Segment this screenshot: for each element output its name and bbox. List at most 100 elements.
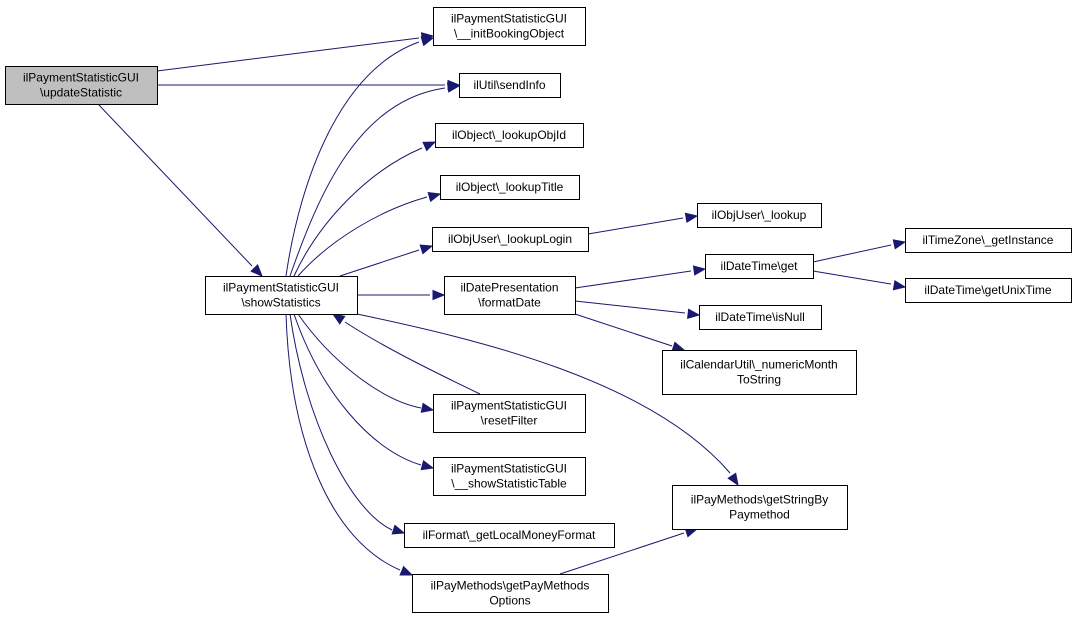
node-label-line: \__showStatisticTable: [451, 477, 567, 491]
edge-showStatistics-to-initBookingObject: [285, 36, 435, 277]
node-box: [435, 123, 584, 148]
node-sendInfo[interactable]: ilUtil\sendInfo: [459, 73, 561, 98]
node-box: [705, 254, 814, 279]
edge-line: [574, 300, 686, 314]
node-box: [205, 276, 358, 315]
edge-line: [339, 249, 420, 277]
edge-showStatistics-to-getStringByPaymethod: [356, 313, 739, 487]
node-label-line: ilTimeZone\_getInstance: [923, 233, 1054, 247]
node-label-line: ilPaymentStatisticGUI: [451, 12, 567, 26]
node-label-line: ToString: [737, 373, 781, 387]
node-dateTimeIsNull[interactable]: ilDateTime\isNull: [699, 305, 822, 330]
edge-formatDate-to-dateTimeGet: [574, 265, 707, 289]
node-label-line: ilDateTime\get: [721, 259, 799, 273]
edge-showStatistics-to-resetFilter: [297, 313, 435, 413]
edge-line: [289, 87, 446, 277]
arrowhead: [427, 192, 442, 203]
edge-showStatistics-to-getPayMethodsOptions: [285, 313, 414, 576]
edge-line: [97, 103, 253, 267]
edge-resetFilter-to-showStatistics: [331, 313, 481, 395]
node-box: [662, 350, 857, 395]
arrowhead: [331, 313, 346, 325]
node-box: [699, 305, 822, 330]
arrowhead: [687, 308, 701, 319]
arrowhead: [892, 279, 907, 291]
node-box: [459, 73, 561, 98]
edge-line: [285, 313, 401, 571]
node-box: [412, 574, 609, 613]
node-label-line: ilDateTime\getUnixTime: [924, 283, 1051, 297]
node-getLocalMoneyFormat[interactable]: ilFormat\_getLocalMoneyFormat: [404, 523, 615, 548]
edge-formatDate-to-dateTimeIsNull: [574, 300, 701, 319]
node-resetFilter[interactable]: ilPaymentStatisticGUI\resetFilter: [433, 394, 586, 433]
arrowhead: [420, 36, 435, 47]
edge-showStatistics-to-getLocalMoneyFormat: [289, 313, 406, 535]
arrowhead: [419, 244, 434, 255]
node-box: [672, 485, 848, 530]
edge-line: [156, 37, 420, 72]
node-dateTimeGet[interactable]: ilDateTime\get: [705, 254, 814, 279]
edge-line: [293, 313, 422, 466]
edge-dateTimeGet-to-getUnixTime: [812, 270, 907, 291]
node-lookupObjId[interactable]: ilObject\_lookupObjId: [435, 123, 584, 148]
arrowhead: [727, 472, 739, 487]
arrowhead: [391, 524, 406, 535]
node-label-line: Options: [489, 594, 530, 608]
node-box: [905, 228, 1072, 253]
arrowhead: [399, 565, 414, 576]
edge-showStatistics-to-lookupTitle: [297, 192, 442, 277]
node-lookupLogin[interactable]: ilObjUser\_lookupLogin: [432, 227, 589, 252]
node-box: [433, 394, 586, 433]
edge-formatDate-to-numericMonthToString: [574, 313, 686, 352]
node-updateStatistic[interactable]: ilPaymentStatisticGUI\updateStatistic: [5, 66, 158, 105]
node-label-line: \formatDate: [478, 296, 541, 310]
node-label-line: ilFormat\_getLocalMoneyFormat: [423, 528, 596, 542]
node-label-line: ilObject\_lookupObjId: [452, 128, 566, 142]
node-label-line: \updateStatistic: [40, 86, 122, 100]
node-label-line: \__initBookingObject: [454, 27, 565, 41]
node-label-line: ilDateTime\isNull: [715, 310, 805, 324]
node-label-line: ilCalendarUtil\_numericMonth: [680, 358, 837, 372]
edge-showStatistics-to-lookupObjId: [293, 141, 437, 277]
node-formatDate[interactable]: ilDatePresentation\formatDate: [444, 276, 576, 315]
edge-line: [574, 313, 673, 347]
edge-line: [559, 532, 685, 575]
edge-line: [289, 313, 393, 531]
node-showStatistics[interactable]: ilPaymentStatisticGUI\showStatistics: [205, 276, 358, 315]
edges-layer: [97, 32, 907, 576]
node-box: [697, 203, 822, 228]
node-timeZoneGetInstance[interactable]: ilTimeZone\_getInstance: [905, 228, 1072, 253]
nodes-layer: ilPaymentStatisticGUI\updateStatisticilP…: [5, 7, 1072, 613]
node-box: [444, 276, 576, 315]
arrowhead: [892, 239, 907, 250]
node-box: [5, 66, 158, 105]
node-box: [432, 227, 589, 252]
arrowhead: [684, 212, 699, 224]
arrowhead: [250, 264, 263, 277]
node-objUserLookup[interactable]: ilObjUser\_lookup: [697, 203, 822, 228]
edge-line: [812, 244, 892, 263]
node-label-line: Paymethod: [729, 508, 790, 522]
arrowhead: [420, 460, 435, 471]
node-getUnixTime[interactable]: ilDateTime\getUnixTime: [905, 278, 1072, 303]
edge-updateStatistic-to-sendInfo: [157, 79, 461, 91]
arrowhead: [420, 402, 435, 413]
edge-lookupLogin-to-objUserLookup: [587, 212, 699, 235]
edge-showStatistics-to-formatDate: [357, 289, 446, 301]
arrowhead: [422, 141, 437, 152]
arrowhead: [432, 289, 446, 301]
edge-updateStatistic-to-showStatistics: [97, 103, 263, 277]
node-label-line: ilUtil\sendInfo: [473, 78, 545, 92]
edge-showStatistics-to-lookupLogin: [339, 244, 434, 277]
edge-line: [285, 41, 420, 277]
node-showStatisticTable[interactable]: ilPaymentStatisticGUI\__showStatisticTab…: [433, 457, 586, 496]
node-initBookingObject[interactable]: ilPaymentStatisticGUI\__initBookingObjec…: [433, 7, 586, 46]
node-label-line: \resetFilter: [481, 414, 538, 428]
node-lookupTitle[interactable]: ilObject\_lookupTitle: [440, 175, 580, 200]
node-label-line: ilObjUser\_lookup: [712, 208, 807, 222]
node-label-line: ilObjUser\_lookupLogin: [448, 232, 572, 246]
